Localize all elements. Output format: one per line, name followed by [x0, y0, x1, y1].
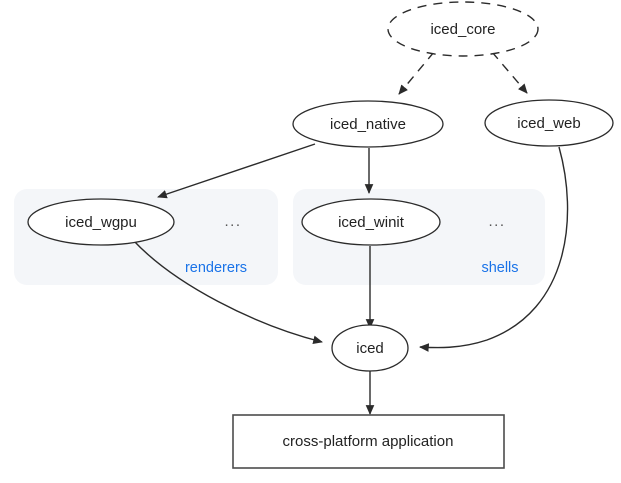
- node-iced_wgpu[interactable]: iced_wgpu: [27, 198, 175, 246]
- node-iced_web-shape[interactable]: [484, 99, 614, 147]
- node-iced_winit[interactable]: iced_winit: [301, 198, 441, 246]
- node-iced_core[interactable]: iced_core: [387, 1, 539, 57]
- edge-iced_wgpu-to-iced: [132, 239, 323, 345]
- node-iced_native-label: iced_native: [330, 116, 406, 133]
- node-iced-shape[interactable]: [331, 324, 409, 372]
- node-app-label: cross-platform application: [283, 433, 454, 450]
- edge-iced_web-to-iced: [419, 146, 569, 352]
- node-iced_web-label: iced_web: [517, 115, 580, 132]
- node-iced[interactable]: iced: [331, 324, 409, 372]
- node-iced-label: iced: [356, 340, 384, 357]
- cluster-shells-ellipsis: ...: [488, 213, 505, 230]
- node-iced_winit-shape[interactable]: [301, 198, 441, 246]
- cluster-renderers-label: renderers: [185, 260, 247, 276]
- node-app-shape[interactable]: [232, 414, 505, 469]
- node-iced_web[interactable]: iced_web: [484, 99, 614, 147]
- node-iced_wgpu-shape[interactable]: [27, 198, 175, 246]
- node-iced_native[interactable]: iced_native: [292, 100, 444, 148]
- node-iced_winit-label: iced_winit: [338, 214, 405, 231]
- node-iced_native-shape[interactable]: [292, 100, 444, 148]
- cluster-renderers-ellipsis: ...: [224, 213, 241, 230]
- node-cross-platform-application[interactable]: cross-platform application: [232, 414, 505, 469]
- node-iced_core-label: iced_core: [430, 21, 495, 38]
- edge-iced_native-to-iced_wgpu: [157, 143, 316, 199]
- cluster-shells-label: shells: [481, 260, 518, 276]
- node-iced_core-shape[interactable]: [387, 1, 539, 57]
- node-iced_wgpu-label: iced_wgpu: [65, 214, 137, 231]
- edge-iced_core-to-iced_native: [398, 51, 435, 95]
- edge-iced_core-to-iced_web: [491, 51, 528, 94]
